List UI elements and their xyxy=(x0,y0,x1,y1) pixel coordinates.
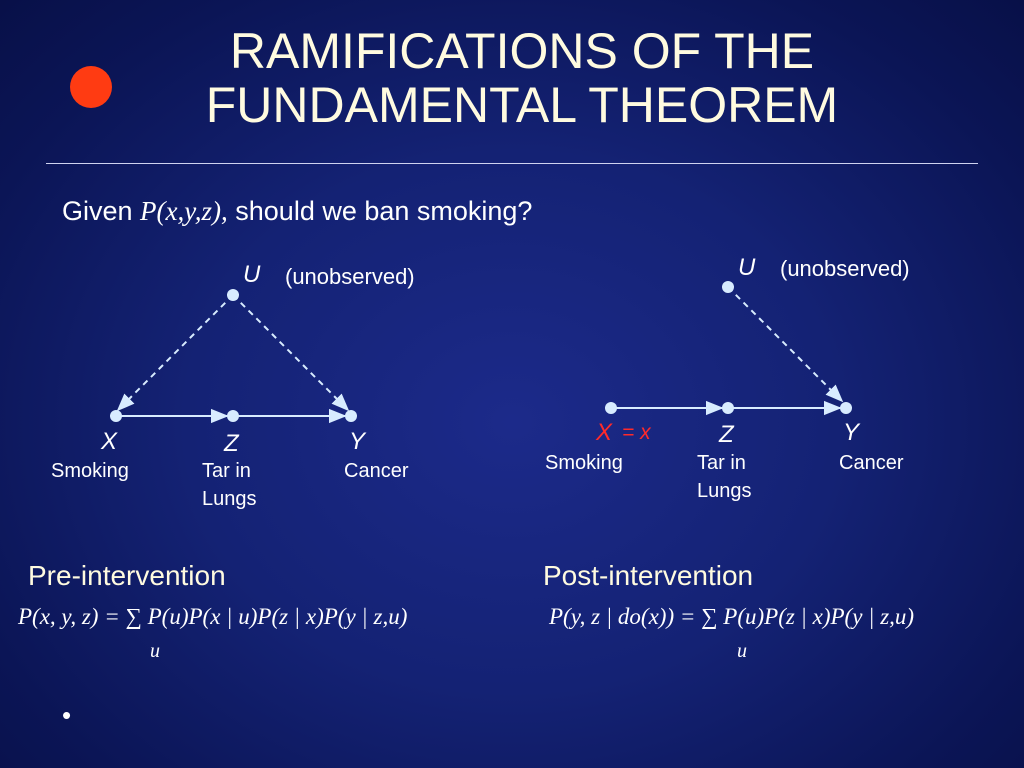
post-z-label-1: Tar in xyxy=(697,452,746,474)
post-edge-u-y xyxy=(727,286,844,403)
pre-edge-u-y xyxy=(232,294,350,412)
pre-y-label: Cancer xyxy=(344,460,409,482)
title-line-1: RAMIFICATIONS OF THE xyxy=(229,23,815,79)
slide-title: RAMIFICATIONS OF THE FUNDAMENTAL THEOREM xyxy=(10,24,1024,132)
pre-diagram xyxy=(110,289,357,424)
pre-sum-index: u xyxy=(150,640,160,662)
pre-node-x xyxy=(110,410,122,422)
pre-equation: P(x, y, z) = ∑ P(u)P(x | u)P(z | x)P(y |… xyxy=(18,604,408,629)
title-line-2: FUNDAMENTAL THEOREM xyxy=(205,77,839,133)
post-y-var: Y xyxy=(843,419,860,446)
post-diagram xyxy=(605,281,852,416)
given-prefix: Given xyxy=(62,196,141,226)
pre-node-u xyxy=(227,289,239,301)
title-divider xyxy=(46,163,978,164)
post-node-u xyxy=(722,281,734,293)
post-y-label: Cancer xyxy=(839,452,904,474)
pre-node-y xyxy=(345,410,357,422)
footer-bullet-icon: • xyxy=(62,700,72,730)
pre-y-var: Y xyxy=(349,428,366,455)
pre-z-label-1: Tar in xyxy=(202,460,251,482)
post-u-var: U xyxy=(738,254,756,281)
pre-x-label: Smoking xyxy=(51,460,129,482)
pre-u-note: (unobserved) xyxy=(285,264,415,289)
post-z-var: Z xyxy=(719,421,734,448)
title-bullet-icon xyxy=(70,66,112,108)
post-u-note: (unobserved) xyxy=(780,256,910,281)
pre-node-z xyxy=(227,410,239,422)
post-intervention-heading: Post-intervention xyxy=(543,560,754,591)
post-z-label-2: Lungs xyxy=(697,480,752,502)
post-node-y xyxy=(840,402,852,414)
pre-x-var: X xyxy=(101,428,118,455)
post-equation: P(y, z | do(x)) = ∑ P(u)P(z | x)P(y | z,… xyxy=(549,604,915,629)
pre-z-var: Z xyxy=(224,430,239,457)
pre-z-label-2: Lungs xyxy=(202,488,257,510)
post-node-x xyxy=(605,402,617,414)
post-x-label: Smoking xyxy=(545,452,623,474)
pre-u-var: U xyxy=(243,261,261,288)
post-sum-index: u xyxy=(737,640,747,662)
given-suffix: should we ban smoking? xyxy=(227,196,533,226)
post-x-var: X xyxy=(596,419,613,446)
pre-intervention-heading: Pre-intervention xyxy=(28,560,226,591)
given-question: Given P(x,y,z), should we ban smoking? xyxy=(62,196,532,227)
post-node-z xyxy=(722,402,734,414)
given-math: P(x,y,z), xyxy=(140,196,228,226)
pre-edge-u-x xyxy=(116,294,234,412)
post-x-equals: = x xyxy=(622,421,651,444)
